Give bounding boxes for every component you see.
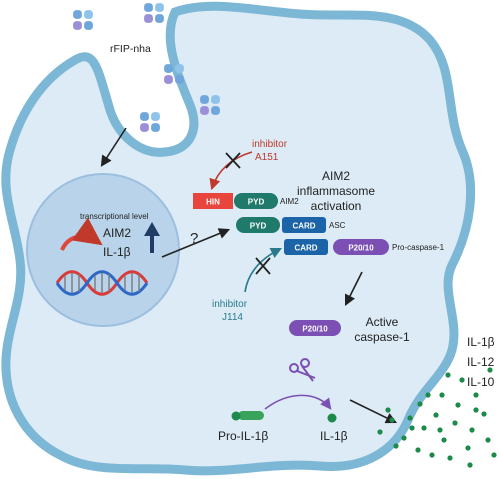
pyd-aim2-domain bbox=[234, 193, 278, 209]
inhibitor-j114-name: J114 bbox=[222, 312, 243, 323]
pro-il1b-label: Pro-IL-1β bbox=[218, 429, 268, 443]
pyd-aim2-label: PYD bbox=[248, 198, 265, 207]
protein-cluster-icon bbox=[73, 10, 93, 30]
active-line2: caspase-1 bbox=[354, 330, 410, 344]
inhibitor-j114-arrow bbox=[244, 247, 283, 293]
p2010-active-label: P20/10 bbox=[302, 325, 328, 334]
active-line1: Active bbox=[366, 315, 399, 329]
secreted-cytokines bbox=[377, 367, 497, 468]
aim2-tag: AIM2 bbox=[280, 197, 299, 206]
protein-cluster-icon bbox=[144, 3, 164, 23]
dna-icon bbox=[55, 270, 149, 296]
procasp-tag: Pro-caspase-1 bbox=[392, 243, 445, 252]
inhibitor-j114-title: inhibitor bbox=[212, 299, 248, 310]
inflammasome-line3: activation bbox=[311, 199, 362, 213]
protein-cluster-icon bbox=[140, 112, 160, 132]
nucleus-il1b-label: IL-1β bbox=[103, 245, 131, 259]
up-arrow-icon bbox=[144, 222, 160, 253]
card-procasp-domain bbox=[284, 239, 328, 255]
hin-label: HIN bbox=[206, 198, 220, 207]
hin-domain bbox=[193, 193, 233, 209]
inhibitor-a151-title: inhibitor bbox=[252, 139, 288, 150]
scissors-icon bbox=[289, 358, 316, 382]
secretion-arrow bbox=[349, 399, 398, 424]
inhibition-cross-icon bbox=[225, 152, 241, 169]
rfip-label: rFIP-nha bbox=[110, 43, 151, 55]
card-asc-domain bbox=[282, 217, 326, 233]
inflammasome-line2: inflammasome bbox=[297, 184, 375, 198]
transcriptional-level-label: transcriptional level bbox=[80, 212, 149, 221]
cell-membrane bbox=[1, 1, 476, 476]
card-procasp-label: CARD bbox=[294, 244, 317, 253]
il1b-dot bbox=[327, 413, 337, 423]
nucleus-aim2-label: AIM2 bbox=[103, 226, 131, 240]
pyd-asc-domain bbox=[236, 217, 280, 233]
cleavage-arrow bbox=[344, 271, 363, 307]
out-il12-label: IL-12 bbox=[467, 355, 495, 369]
inflammasome-line1: AIM2 bbox=[322, 169, 350, 183]
inhibition-cross-icon bbox=[255, 257, 271, 275]
asc-tag: ASC bbox=[329, 221, 346, 230]
pro-il1b-icon bbox=[238, 411, 264, 420]
entry-arrow bbox=[100, 127, 127, 167]
card-asc-label: CARD bbox=[292, 222, 315, 231]
pyd-asc-label: PYD bbox=[250, 222, 267, 231]
il1b-label: IL-1β bbox=[320, 429, 348, 443]
activation-arrow bbox=[161, 228, 231, 258]
p2010-active-domain bbox=[289, 320, 341, 336]
processing-arrow bbox=[264, 394, 332, 410]
p2010-procasp-domain bbox=[333, 239, 389, 255]
pro-il1b-dot bbox=[231, 411, 241, 421]
out-il1b-label: IL-1β bbox=[467, 335, 495, 349]
inhibitor-a151-name: A151 bbox=[255, 152, 279, 163]
curved-arrow-icon bbox=[60, 217, 103, 251]
question-mark: ? bbox=[190, 230, 198, 247]
p2010-procasp-label: P20/10 bbox=[348, 244, 374, 253]
inhibitor-a151-arrow bbox=[209, 151, 253, 191]
out-il10-label: IL-10 bbox=[467, 375, 495, 389]
